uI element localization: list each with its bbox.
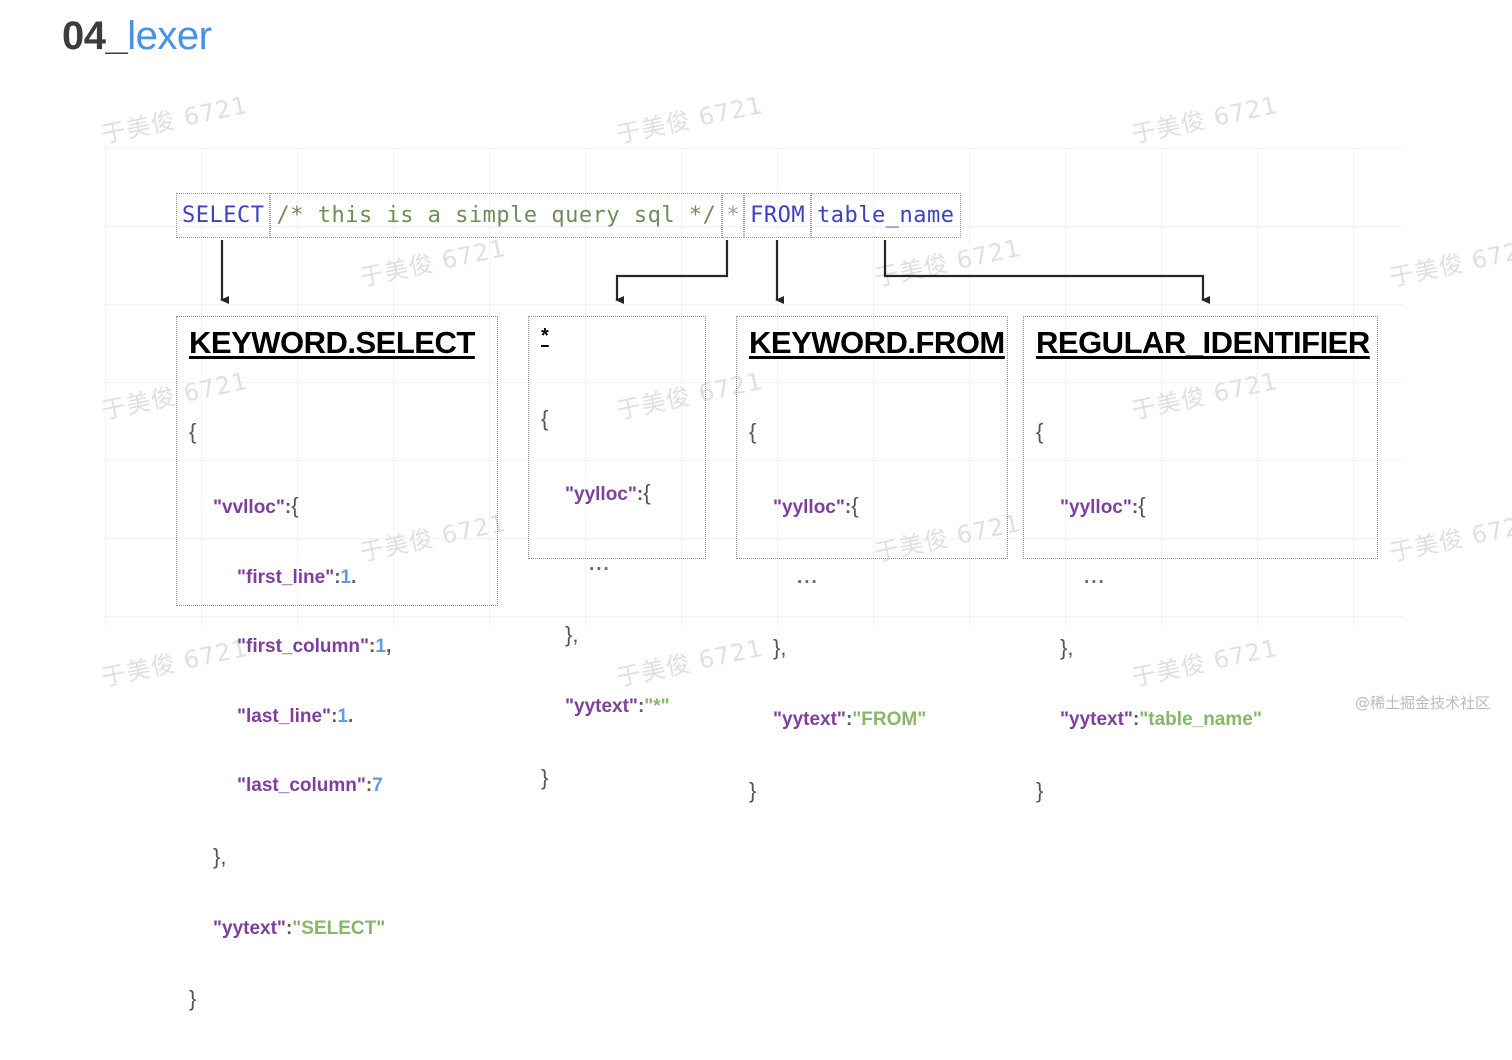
json-loc-close-brace: }, — [1060, 635, 1074, 661]
json-key-yylloc: "yylloc" — [1060, 496, 1132, 518]
token-table-name[interactable]: table_name — [811, 193, 961, 238]
json-value-yytext: "*" — [644, 696, 670, 718]
json-key-yytext: "yytext" — [1060, 709, 1133, 731]
json-close-brace: } — [1036, 777, 1044, 803]
json-open-brace: { — [541, 406, 549, 432]
arrow-table-name — [883, 240, 1210, 304]
connector-arrows — [220, 240, 1210, 304]
page-title-number: 04_ — [62, 14, 128, 58]
json-colon: : — [284, 496, 292, 518]
lexer-diagram: 于美俊 6721 于美俊 6721 于美俊 6721 于美俊 6721 于美俊 … — [0, 88, 1512, 1012]
json-key-yylloc: "yylloc" — [773, 496, 845, 518]
json-sep: , — [385, 636, 392, 658]
json-colon: : — [636, 483, 644, 505]
token-card-regular-identifier[interactable]: REGULAR_IDENTIFIER { "yylloc":{ ... }, "… — [1023, 316, 1378, 803]
json-value-last-line: 1 — [337, 705, 348, 727]
card-json: { "yylloc":{ ... }, "yytext":"*" } — [541, 360, 693, 838]
json-key-yylloc: "vvlloc" — [213, 496, 285, 518]
json-loc-open-brace: { — [291, 492, 299, 518]
json-loc-open-brace: { — [1138, 492, 1146, 518]
arrow-star — [615, 240, 729, 304]
json-open-brace: { — [189, 419, 197, 445]
json-key-yytext: "yytext" — [773, 709, 846, 731]
json-colon: : — [369, 636, 376, 658]
card-title: * — [541, 325, 549, 347]
json-open-brace: { — [1036, 419, 1044, 445]
card-title: KEYWORD.FROM — [749, 325, 1005, 360]
card-title: KEYWORD.SELECT — [189, 325, 475, 360]
json-value-yytext: "table_name" — [1139, 709, 1262, 731]
json-value-yytext: "SELECT" — [292, 917, 386, 939]
json-key-yytext: "yytext" — [565, 696, 638, 718]
json-ellipsis: ... — [1084, 566, 1106, 588]
json-key-first-line: "first_line" — [237, 566, 335, 588]
json-value-last-column: 7 — [372, 775, 383, 797]
page-title: 04_lexer — [62, 14, 212, 59]
json-key-last-line: "last_line" — [237, 705, 332, 727]
json-colon: : — [1132, 709, 1140, 731]
json-colon: : — [845, 709, 853, 731]
json-loc-close-brace: }, — [773, 635, 787, 661]
json-value-yytext: "FROM" — [852, 709, 927, 731]
json-key-yytext: "yytext" — [213, 917, 286, 939]
json-loc-close-brace: }, — [213, 843, 227, 869]
json-loc-close-brace: }, — [565, 622, 579, 648]
json-close-brace: } — [541, 764, 549, 790]
token-card-star[interactable]: * { "yylloc":{ ... }, "yytext":"*" } — [528, 316, 706, 790]
json-loc-open-brace: { — [643, 479, 651, 505]
json-key-first-column: "first_column" — [237, 636, 370, 658]
card-title: REGULAR_IDENTIFIER — [1036, 325, 1370, 360]
source-token-strip: SELECT /* this is a simple query sql */ … — [176, 193, 961, 238]
json-key-last-column: "last_column" — [237, 775, 366, 797]
token-comment[interactable]: /* this is a simple query sql */ — [270, 193, 723, 238]
json-open-brace: { — [749, 419, 757, 445]
token-select[interactable]: SELECT — [176, 193, 271, 238]
json-colon: : — [331, 705, 338, 727]
json-value-first-line: 1 — [340, 566, 352, 588]
json-ellipsis: ... — [589, 553, 611, 575]
json-close-brace: } — [189, 986, 197, 1012]
token-card-select[interactable]: KEYWORD.SELECT { "vvlloc":{ "first_line"… — [176, 316, 498, 1011]
json-ellipsis: ... — [797, 566, 819, 588]
json-close-brace: } — [749, 777, 757, 803]
json-value-first-column: 1 — [375, 636, 386, 658]
json-colon: : — [1131, 496, 1139, 518]
token-card-from[interactable]: KEYWORD.FROM { "yylloc":{ ... }, "yytext… — [736, 316, 1008, 803]
watermark-credit: @稀土掘金技术社区 — [1354, 694, 1490, 712]
json-loc-open-brace: { — [851, 492, 859, 518]
json-colon: : — [637, 696, 645, 718]
json-colon: : — [844, 496, 852, 518]
card-json: { "yylloc":{ ... }, "yytext":"table_name… — [1036, 373, 1365, 851]
json-key-yylloc: "yylloc" — [565, 483, 637, 505]
json-sep: . — [351, 566, 357, 588]
token-from[interactable]: FROM — [744, 193, 812, 238]
card-json: { "vvlloc":{ "first_line":1. "first_colu… — [189, 373, 485, 1060]
token-star[interactable]: * — [722, 193, 745, 238]
json-sep: . — [347, 705, 354, 727]
card-json: { "yylloc":{ ... }, "yytext":"FROM" } — [749, 373, 995, 851]
page-title-word: lexer — [127, 14, 212, 58]
json-colon: : — [334, 566, 341, 588]
